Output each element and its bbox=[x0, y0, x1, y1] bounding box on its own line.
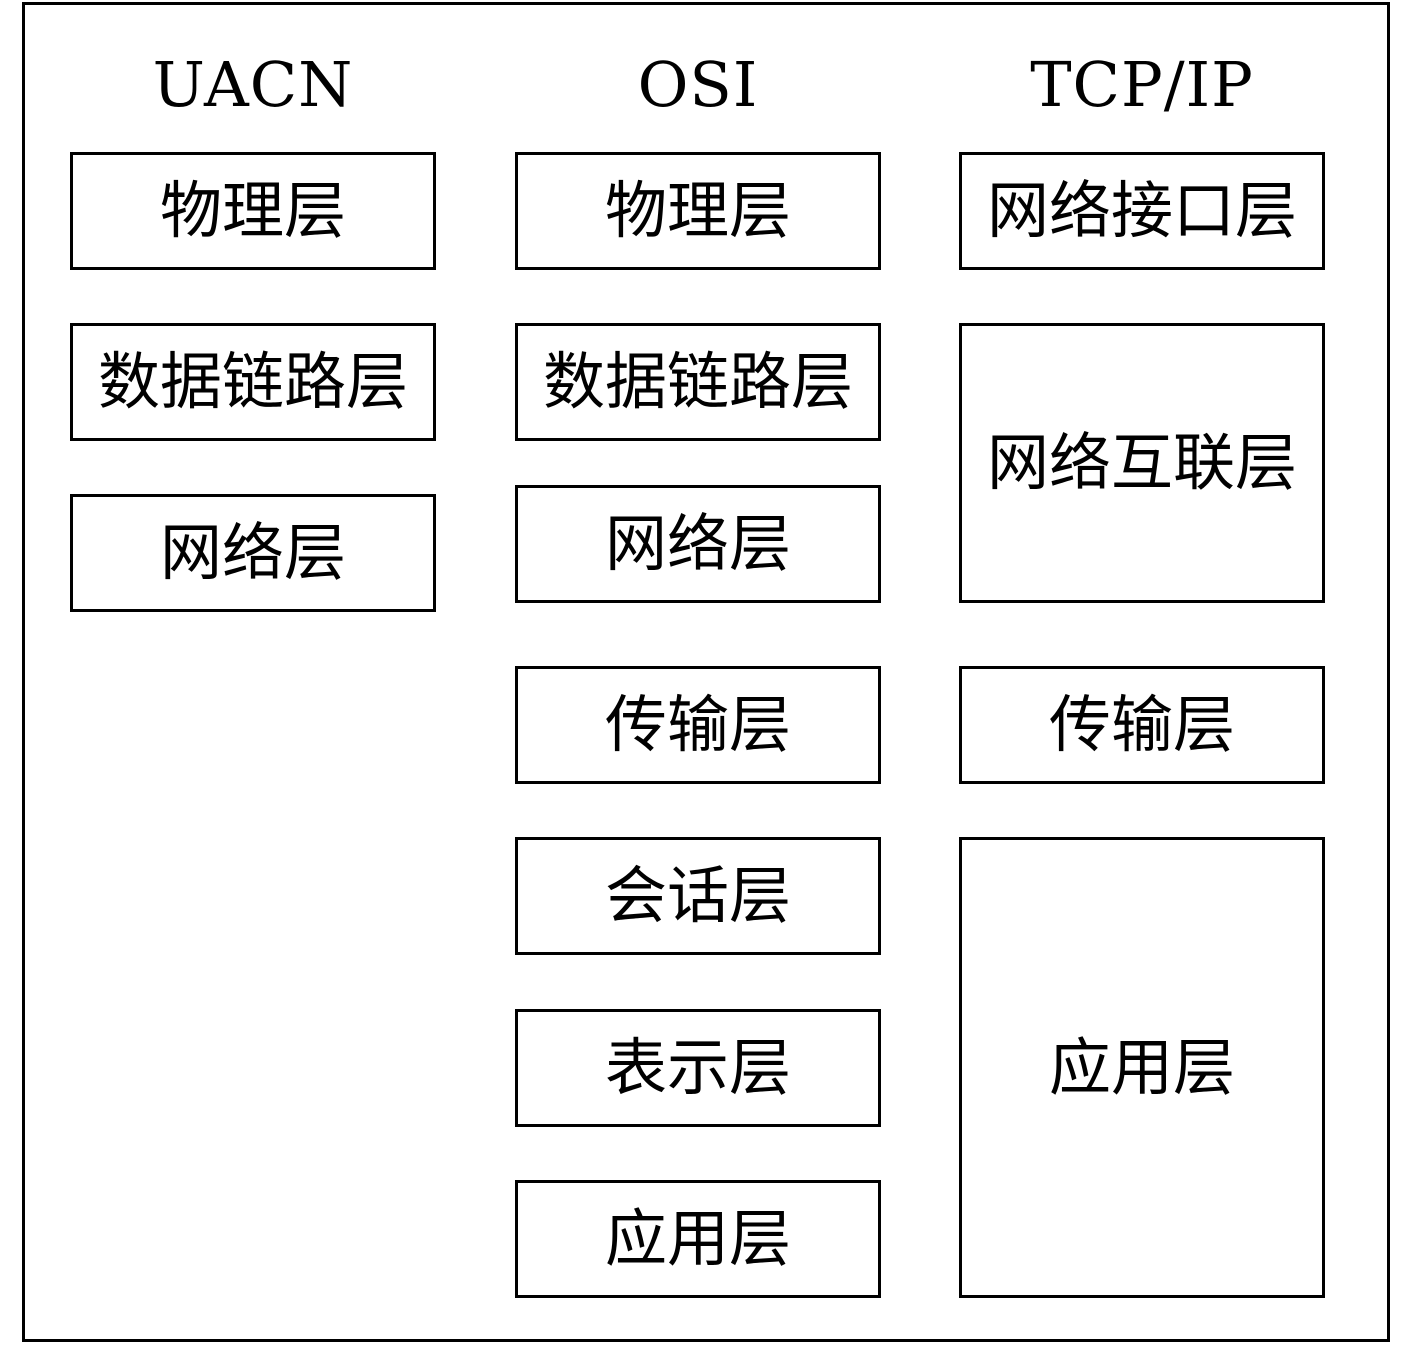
uacn-layer-box: 物理层 bbox=[70, 152, 436, 270]
uacn-layer-box: 数据链路层 bbox=[70, 323, 436, 441]
layer-label: 网络层 bbox=[159, 516, 346, 589]
layer-label: 网络接口层 bbox=[986, 174, 1297, 247]
layer-label: 传输层 bbox=[1048, 688, 1235, 761]
layer-label: 会话层 bbox=[604, 859, 791, 932]
layer-label: 网络层 bbox=[604, 507, 791, 580]
osi-layer-box: 会话层 bbox=[515, 837, 881, 955]
layer-label: 数据链路层 bbox=[97, 345, 408, 418]
osi-layer-box: 应用层 bbox=[515, 1180, 881, 1298]
column-title-tcpip: TCP/IP bbox=[1030, 48, 1254, 121]
layer-label: 应用层 bbox=[604, 1202, 791, 1275]
column-title-uacn: UACN bbox=[152, 48, 354, 121]
layer-label: 物理层 bbox=[159, 174, 346, 247]
tcpip-layer-box: 应用层 bbox=[959, 837, 1325, 1298]
layer-label: 应用层 bbox=[1048, 1030, 1235, 1104]
layer-label: 物理层 bbox=[604, 174, 791, 247]
osi-layer-box: 传输层 bbox=[515, 666, 881, 784]
layer-label: 表示层 bbox=[604, 1031, 791, 1104]
column-title-osi: OSI bbox=[637, 48, 759, 121]
tcpip-layer-box: 网络接口层 bbox=[959, 152, 1325, 270]
tcpip-layer-box: 网络互联层 bbox=[959, 323, 1325, 603]
osi-layer-box: 物理层 bbox=[515, 152, 881, 270]
layer-label: 传输层 bbox=[604, 688, 791, 761]
layer-label: 数据链路层 bbox=[542, 345, 853, 418]
tcpip-layer-box: 传输层 bbox=[959, 666, 1325, 784]
uacn-layer-box: 网络层 bbox=[70, 494, 436, 612]
diagram-frame bbox=[22, 2, 1390, 1342]
osi-layer-box: 网络层 bbox=[515, 485, 881, 603]
layer-label: 网络互联层 bbox=[986, 426, 1297, 499]
osi-layer-box: 表示层 bbox=[515, 1009, 881, 1127]
osi-layer-box: 数据链路层 bbox=[515, 323, 881, 441]
